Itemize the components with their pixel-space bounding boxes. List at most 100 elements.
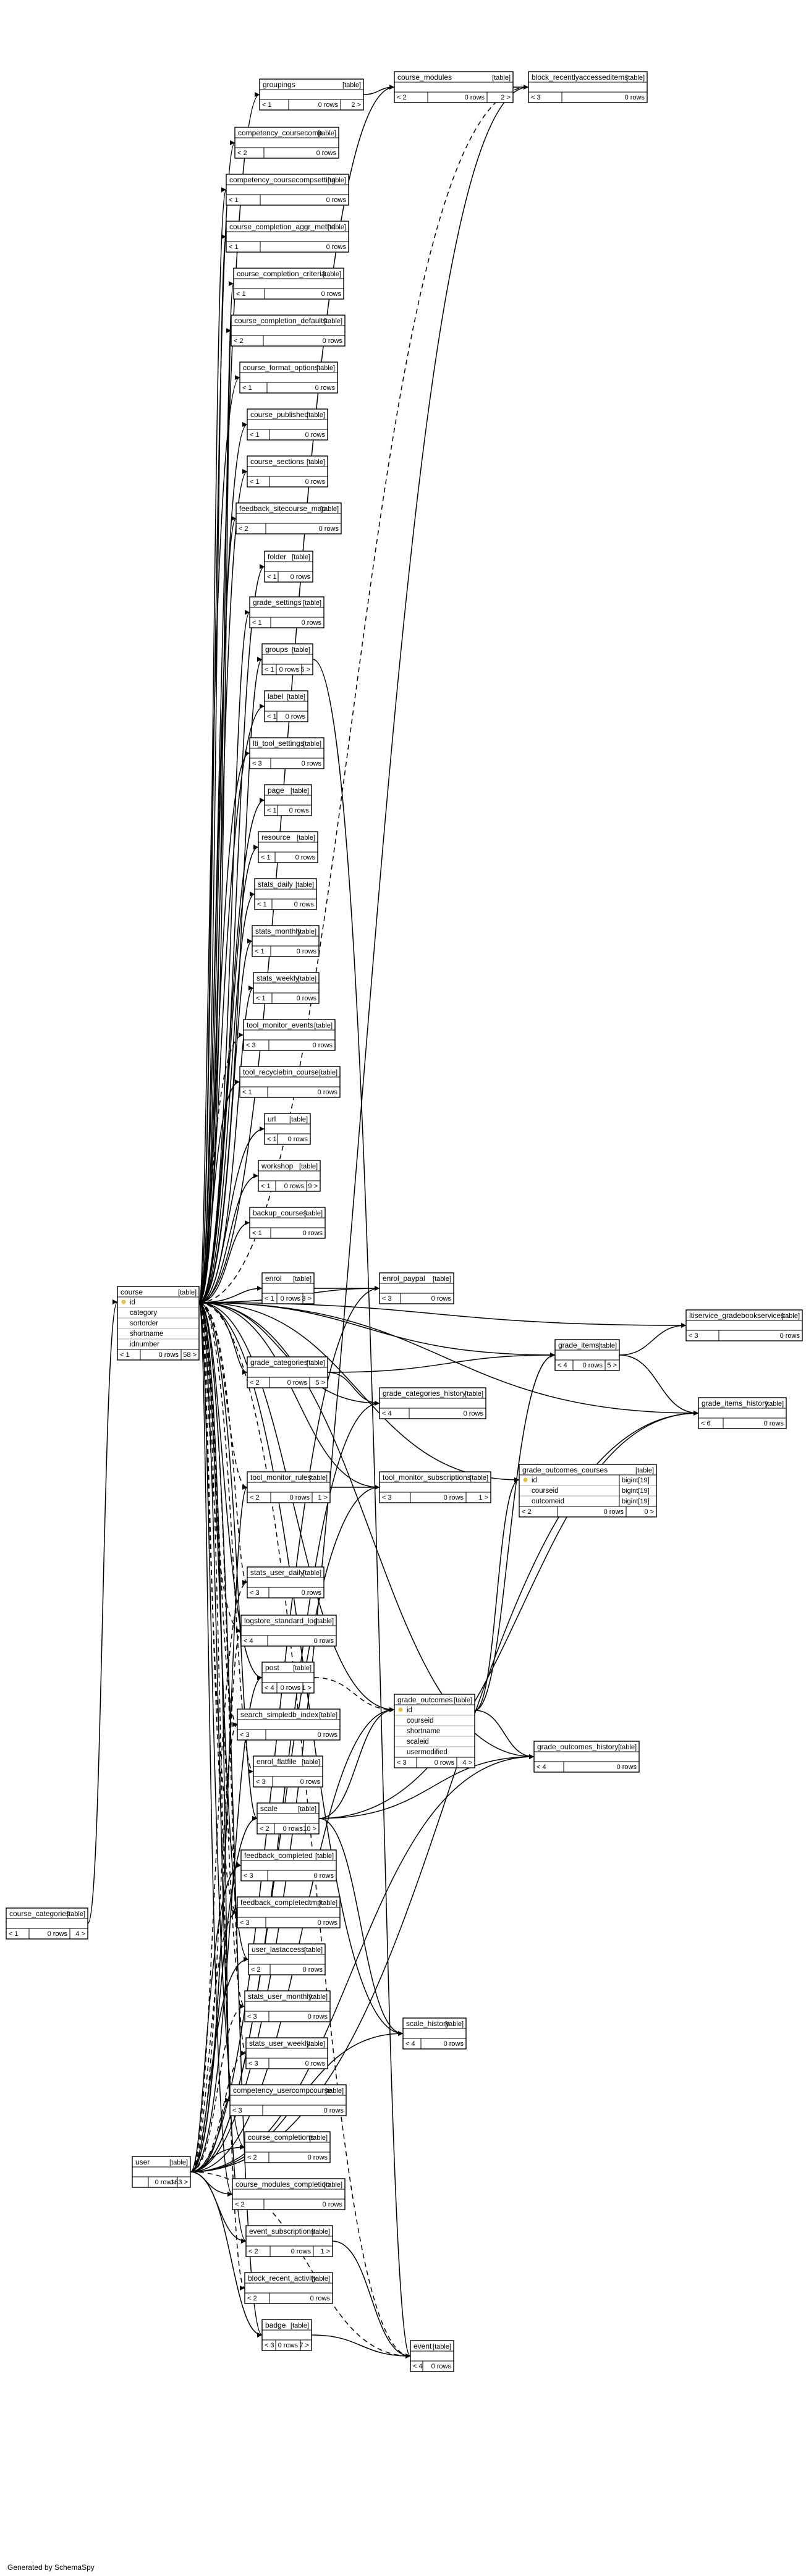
primary-key-icon [398,1707,403,1712]
table-kind: [table] [314,1022,333,1029]
relationship-arrow [242,469,247,474]
table-name: stats_daily [258,880,293,889]
table-name: folder [268,552,286,561]
table-kind: [table] [293,1275,312,1283]
table-kind: [table] [307,2040,325,2048]
relationship-arrow [247,939,252,944]
relationship-arrow [241,2051,246,2056]
parent-count: < 1 [229,243,239,251]
row-count: 0 rows [302,1589,322,1597]
table-name: grade_items [558,1341,599,1349]
table-kind: [table] [315,1852,334,1860]
row-count: 0 rows [302,760,322,767]
relationship-lines [87,85,699,2359]
parent-count: < 3 [531,94,541,101]
relationship-arrow [524,85,528,90]
row-count: 0 rows [305,478,326,486]
column-name: shortname [130,1330,163,1338]
table-course[interactable]: course[table]idcategorysortordershortnam… [117,1286,200,1361]
table-name: grade_items_history [702,1399,768,1408]
table-kind: [table] [342,82,361,89]
parent-count: < 3 [232,2107,242,2114]
relationship-line [198,1302,699,1414]
parent-count: < 4 [244,1637,253,1645]
parent-count: < 3 [246,1042,256,1049]
table-name: grade_outcomes_history [537,1742,618,1751]
parent-count: < 2 [248,2248,258,2255]
table-grade-outcomes[interactable]: grade_outcomes[table]idcourseidshortname… [394,1694,475,1768]
relationship-arrow [232,1722,237,1727]
parent-count: < 1 [262,101,272,109]
table-name: enrol [265,1274,282,1283]
table-name: block_recentlyaccesseditems [532,73,628,82]
parent-count: < 4 [558,1362,567,1369]
generated-by-label: Generated by SchemaSpy [7,2563,95,2572]
table-name: grade_categories_history [383,1389,466,1398]
parent-count: < 1 [242,1089,252,1096]
parent-count: < 4 [265,1684,274,1692]
relationship-line [198,1302,248,1583]
relationship-line [198,1222,250,1303]
